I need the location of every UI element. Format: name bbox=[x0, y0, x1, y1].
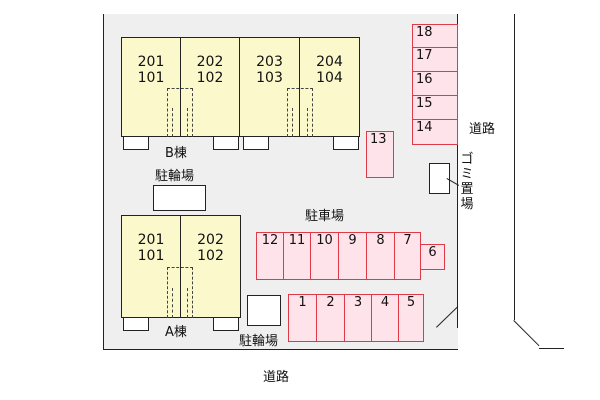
road-bottom-label: 道路 bbox=[263, 370, 290, 385]
stair-outline bbox=[287, 88, 313, 137]
unit-lower-number: 102 bbox=[196, 70, 224, 86]
site-boundary-right bbox=[457, 14, 458, 328]
entrance-step bbox=[213, 317, 239, 331]
parking-spot-15: 15 bbox=[412, 95, 458, 120]
bicycle-parking-bottom bbox=[247, 295, 281, 326]
stair-inner bbox=[172, 108, 188, 137]
unit-upper-number: 201 bbox=[137, 232, 165, 248]
unit-upper-number: 202 bbox=[196, 54, 224, 70]
parking-spot-7: 7 bbox=[394, 232, 421, 280]
parking-spot-4: 4 bbox=[371, 294, 399, 342]
unit-lower-number: 102 bbox=[197, 248, 224, 264]
parking-spot-6: 6 bbox=[420, 244, 445, 270]
parking-spot-11: 11 bbox=[283, 232, 311, 280]
stair-outline bbox=[167, 267, 193, 318]
entrance-step bbox=[213, 136, 239, 150]
parking-lot-label: 駐車場 bbox=[305, 209, 345, 224]
unit-lower-number: 103 bbox=[256, 70, 283, 86]
parking-spot-3: 3 bbox=[344, 294, 372, 342]
parking-spot-12: 12 bbox=[256, 232, 284, 280]
unit-upper-number: 203 bbox=[256, 54, 283, 70]
parking-spot-13: 13 bbox=[366, 131, 394, 178]
parking-spot-14: 14 bbox=[412, 119, 458, 145]
road-edge-right bbox=[514, 14, 515, 320]
parking-spot-10: 10 bbox=[310, 232, 339, 280]
parking-spot-9: 9 bbox=[338, 232, 367, 280]
entrance-step bbox=[123, 136, 149, 150]
unit-lower-number: 101 bbox=[137, 70, 165, 86]
parking-spot-18: 18 bbox=[412, 24, 458, 48]
parking-spot-17: 17 bbox=[412, 47, 458, 72]
building-b-label: B棟 bbox=[165, 146, 187, 161]
unit-upper-number: 201 bbox=[137, 54, 165, 70]
unit-upper-number: 202 bbox=[197, 232, 224, 248]
road-edge-corner-bottom bbox=[539, 348, 564, 349]
stair-inner bbox=[292, 108, 308, 137]
unit-lower-number: 104 bbox=[316, 70, 343, 86]
entrance-step bbox=[243, 136, 269, 150]
parking-spot-8: 8 bbox=[366, 232, 395, 280]
parking-spot-2: 2 bbox=[316, 294, 345, 342]
bicycle-parking-bottom-label: 駐輪場 bbox=[239, 334, 279, 349]
entrance-step bbox=[123, 317, 149, 331]
road-right-label: 道路 bbox=[469, 122, 496, 137]
bicycle-parking-top-label: 駐輪場 bbox=[155, 169, 195, 184]
road-edge-corner bbox=[513, 320, 540, 347]
building-a-label: A棟 bbox=[165, 325, 187, 340]
parking-spot-1: 1 bbox=[288, 294, 317, 342]
parking-spot-5: 5 bbox=[398, 294, 424, 342]
bicycle-parking-top bbox=[153, 185, 206, 211]
parking-spot-16: 16 bbox=[412, 71, 458, 96]
entrance-step bbox=[333, 136, 359, 150]
stair-inner bbox=[172, 288, 188, 318]
stair-outline bbox=[167, 88, 193, 137]
unit-lower-number: 101 bbox=[137, 248, 165, 264]
unit-upper-number: 204 bbox=[316, 54, 343, 70]
garbage-area-label: ゴミ置場 bbox=[460, 152, 474, 212]
